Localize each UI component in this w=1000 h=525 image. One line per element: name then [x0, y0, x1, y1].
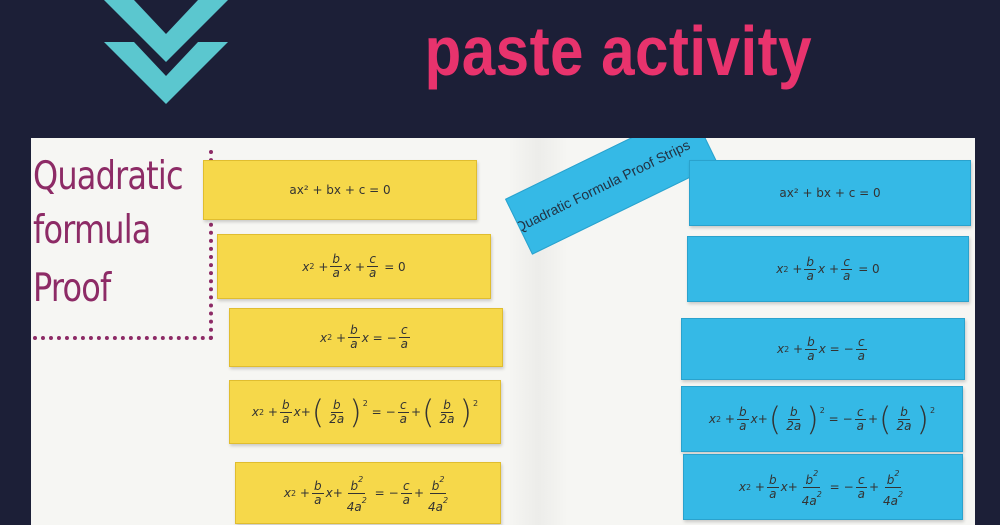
equation-1: ax² + bx + c = 0 [289, 183, 391, 197]
blue-strip-1: ax² + bx + c = 0 [689, 160, 971, 226]
chevron-down-icon [104, 0, 228, 104]
yellow-strip-1: ax² + bx + c = 0 [203, 160, 477, 220]
equation-1-copy: ax² + bx + c = 0 [779, 186, 881, 200]
headline: paste activity [0, 6, 1000, 96]
title-line-3: Proof [33, 266, 111, 311]
handwritten-title: Quadratic formula Proof [33, 150, 213, 340]
title-line-1: Quadratic [33, 154, 184, 199]
headline-text: paste activity [424, 12, 812, 90]
activity-photo: Quadratic formula Proof ax² + bx + c = 0… [31, 138, 975, 525]
title-line-2: formula [33, 208, 151, 253]
